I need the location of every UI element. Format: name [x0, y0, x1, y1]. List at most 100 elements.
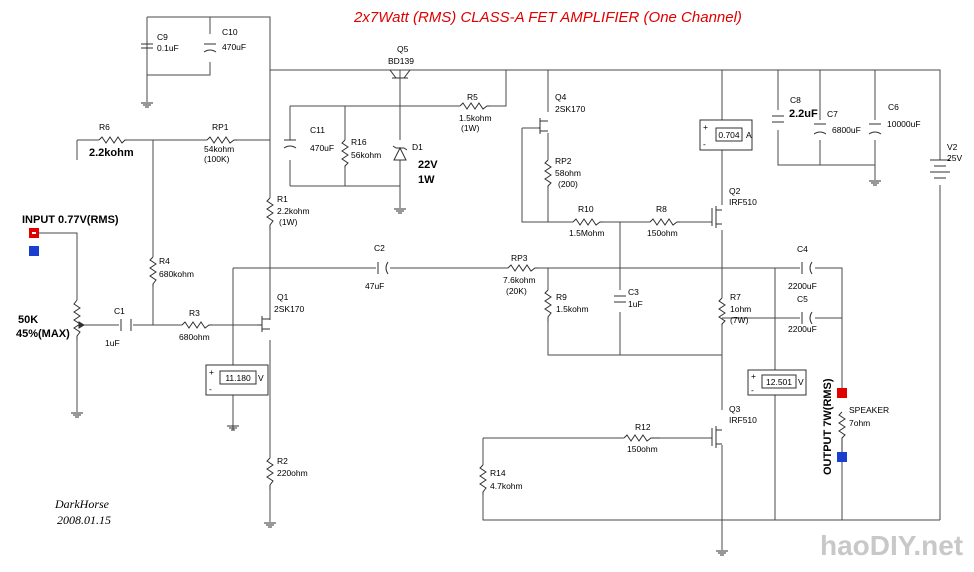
c5-name: C5 [797, 294, 808, 304]
c6-value: 10000uF [887, 119, 921, 129]
r7-value: 1ohm [730, 304, 751, 314]
r10-name: R10 [578, 204, 594, 214]
c7-name: C7 [827, 109, 838, 119]
pot-value: 50K [18, 314, 38, 326]
c11-name: C11 [310, 125, 325, 135]
q3-name: Q3 [729, 404, 741, 414]
q5-value: BD139 [388, 56, 414, 66]
c9-value: 0.1uF [157, 43, 179, 53]
voltmeter-out[interactable]: + - 12.501 V [747, 369, 807, 396]
c4-value: 2200uF [788, 281, 817, 291]
r16-value: 56kohm [351, 150, 381, 160]
voltmeter-q1-value: 11.180 [225, 373, 251, 383]
input-label: INPUT 0.77V(RMS) [22, 214, 119, 226]
c9-name: C9 [157, 32, 168, 42]
r14-name: R14 [490, 468, 506, 478]
r4-name: R4 [159, 256, 170, 266]
r9-value: 1.5kohm [556, 304, 589, 314]
svg-text:-: - [703, 139, 706, 149]
v2-name: V2 [947, 142, 958, 152]
ammeter-q2[interactable]: +- 0.704 A [699, 119, 753, 151]
rp2-value2: (200) [558, 179, 578, 189]
c3-name: C3 [628, 287, 639, 297]
q3-value: IRF510 [729, 415, 757, 425]
svg-text:+: + [751, 371, 756, 381]
c3-value: 1uF [628, 299, 643, 309]
r10-value: 1.5Mohm [569, 228, 604, 238]
q1-name: Q1 [277, 292, 289, 302]
speaker-terminals [837, 388, 847, 462]
r9-name: R9 [556, 292, 567, 302]
svg-text:-: - [209, 384, 212, 394]
rp3-value: 7.6kohm [503, 275, 536, 285]
r7-value2: (7W) [730, 315, 749, 325]
c8-value: 2.2uF [789, 108, 818, 120]
r3-name: R3 [189, 308, 200, 318]
r2-name: R2 [277, 456, 288, 466]
rp1-value2: (100K) [204, 154, 230, 164]
wiring [34, 16, 941, 550]
voltmeter-out-unit: V [798, 377, 804, 387]
r6-name: R6 [99, 122, 110, 132]
battery-v2 [930, 159, 950, 179]
speaker-value: 7ohm [849, 418, 870, 428]
rp2-name: RP2 [555, 156, 572, 166]
r3-value: 680ohm [179, 332, 210, 342]
input-negative-terminal[interactable] [29, 246, 39, 256]
r12-value: 150ohm [627, 444, 658, 454]
zener-diode-d1 [392, 145, 408, 161]
rp3-name: RP3 [511, 253, 528, 263]
q2-name: Q2 [729, 186, 741, 196]
speaker-name: SPEAKER [849, 405, 889, 415]
d1-value2: 1W [418, 174, 435, 186]
c6-name: C6 [888, 102, 899, 112]
r1-value2: (1W) [279, 217, 298, 227]
q2-value: IRF510 [729, 197, 757, 207]
r12-name: R12 [635, 422, 651, 432]
voltmeter-q1-unit: V [258, 373, 264, 383]
r1-value: 2.2kohm [277, 206, 310, 216]
svg-text:-: - [751, 385, 754, 395]
q1-value: 2SK170 [274, 304, 305, 314]
rp1-name: RP1 [212, 122, 229, 132]
c10-name: C10 [222, 27, 238, 37]
rp3-value2: (20K) [506, 286, 527, 296]
q4-value: 2SK170 [555, 104, 586, 114]
r4-value: 680kohm [159, 269, 194, 279]
r14-value: 4.7kohm [490, 481, 523, 491]
v2-value: 25V [947, 153, 962, 163]
svg-text:+: + [703, 122, 708, 132]
r6-value: 2.2kohm [89, 147, 134, 159]
capacitor-symbols [120, 43, 882, 331]
date: 2008.01.15 [57, 513, 111, 527]
resistor-symbols [73, 102, 846, 495]
svg-text:+: + [209, 367, 214, 377]
transistor-symbols [257, 69, 722, 448]
author: DarkHorse [54, 497, 110, 511]
diagram-title: 2x7Watt (RMS) CLASS-A FET AMPLIFIER (One… [353, 9, 742, 26]
rp1-value: 54kohm [204, 144, 234, 154]
speaker-negative-terminal[interactable] [837, 452, 847, 462]
r5-value: 1.5kohm [459, 113, 492, 123]
d1-name: D1 [412, 142, 423, 152]
r5-name: R5 [467, 92, 478, 102]
speaker-positive-terminal[interactable] [837, 388, 847, 398]
input-terminals [29, 228, 39, 256]
d1-value: 22V [418, 159, 438, 171]
c5-value: 2200uF [788, 324, 817, 334]
r8-value: 150ohm [647, 228, 678, 238]
voltmeter-q1[interactable]: + - 11.180 V [205, 364, 269, 396]
c1-name: C1 [114, 306, 125, 316]
q5-name: Q5 [397, 44, 409, 54]
output-label: OUTPUT 7W(RMS) [822, 378, 834, 475]
c10-value: 470uF [222, 42, 246, 52]
voltmeter-out-value: 12.501 [766, 377, 792, 387]
r1-name: R1 [277, 194, 288, 204]
c1-value: 1uF [105, 338, 120, 348]
ammeter-value: 0.704 [718, 130, 740, 140]
c8-name: C8 [790, 95, 801, 105]
c2-value: 47uF [365, 281, 384, 291]
q4-name: Q4 [555, 92, 567, 102]
r5-value2: (1W) [461, 123, 480, 133]
